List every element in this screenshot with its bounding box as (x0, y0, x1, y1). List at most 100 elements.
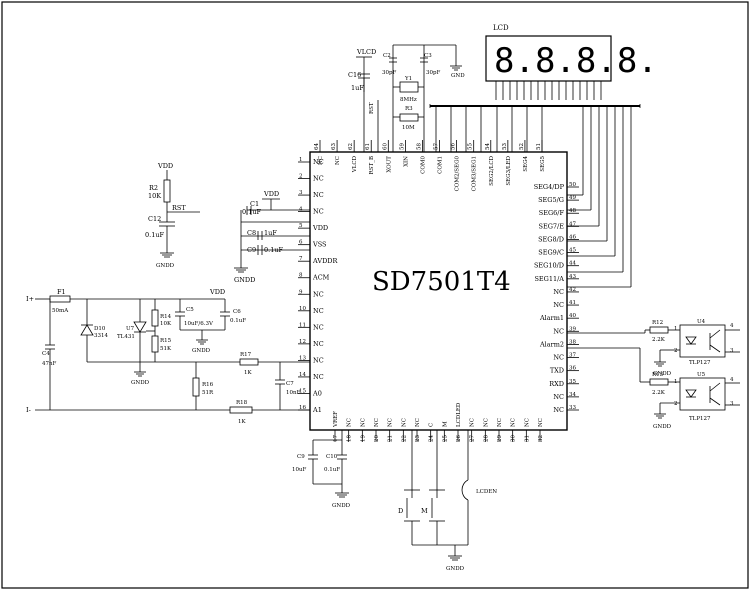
chip-right-pin-num: 40 (569, 313, 576, 319)
chip-right-pin-num: 47 (569, 221, 576, 227)
y1-label: Y1 (404, 76, 412, 82)
d10-label: D10 (94, 326, 106, 332)
r2-value: 10K (148, 192, 161, 200)
gndd-label-c5: GNDD (192, 348, 211, 354)
gndd-label-reset: GNDD (156, 263, 175, 269)
c4-label: C4 (42, 351, 50, 357)
chip-left-pin-num: 15 (299, 388, 306, 394)
chip-left-pin-name: NC (313, 340, 324, 348)
chip-left-pin-name: NC (313, 158, 324, 166)
gndd-label-tl431: GNDD (131, 380, 150, 386)
c10-value: 0.1uF (324, 467, 340, 473)
chip-right-pin-name: SEG5/G (538, 196, 564, 204)
chip-right-pin-name: NC (553, 327, 564, 335)
chip-top-pin-num: 51 (536, 143, 542, 150)
chip-bottom-pin-name: NC (470, 418, 476, 427)
chip-left-pin-name: NC (313, 373, 324, 381)
chip-bottom-pin-name: NC (374, 418, 380, 427)
chip-bottom-pin-name: NC (388, 418, 394, 427)
chip-left-pin-name: NC (313, 175, 324, 183)
c7-value: 10nF (286, 390, 301, 396)
chip-left-pin-name: NC (313, 191, 324, 199)
chip-bottom-pin-num: 25 (442, 435, 448, 442)
vlcd-label: VLCD (356, 48, 376, 56)
r16-label: R16 (202, 382, 214, 388)
chip-top-pin-num: 57 (434, 143, 440, 150)
r14-label: R14 (160, 314, 172, 320)
chip-top-pin-name: SEG3/LED (506, 155, 512, 185)
chip-right-pin-num: 35 (569, 379, 576, 385)
chip-top-pin-num: 59 (399, 143, 405, 150)
c1-label: C1 (250, 200, 259, 208)
chip-bottom-pin-name: LCDLED (456, 402, 462, 427)
r2-resistor (163, 179, 171, 203)
chip-right-pin-num: 50 (569, 182, 576, 188)
chip-left-pin-name: NC (313, 323, 324, 331)
u5-value: TLP127 (689, 416, 711, 422)
switch-d-label: D (398, 507, 403, 515)
chip-bottom-pin-name: NC (524, 418, 530, 427)
chip-bottom-pin-num: 26 (456, 435, 462, 442)
chip-right-pin-num: 48 (569, 208, 576, 214)
fuse-value: 50mA (52, 308, 69, 314)
reset-circuit: VDD R2 10K RST C12 0.1uF GNDD (145, 162, 200, 269)
c7-label: C7 (286, 381, 294, 387)
chip-right-pin-num: 36 (569, 366, 576, 372)
chip-right-pin-name: Alarm1 (539, 314, 564, 322)
chip-top-pin-num: 61 (365, 143, 371, 150)
lcden-label: LCDEN (476, 489, 497, 495)
chip-left-pin-name: VSS (312, 241, 327, 249)
vdd-label-reset: VDD (157, 162, 173, 170)
lcd-display: LCD 8.8.8.8. (485, 24, 658, 100)
chip-right-pin-num: 33 (569, 405, 576, 411)
chip-right-pin-name: SEG7/E (539, 222, 565, 230)
chip-left-pin-num: 1 (299, 157, 303, 163)
chip-name: SD7501T4 (372, 267, 511, 297)
gndd-label-vref: GNDD (332, 503, 351, 509)
lcd-title: LCD (493, 24, 509, 32)
chip-top-pin-name: NC (335, 156, 341, 165)
r15-label: R15 (160, 338, 172, 344)
chip-left-pin-num: 2 (299, 174, 303, 180)
chip-bottom-pin-name: VREF (333, 411, 339, 428)
c9-label: C9 (297, 454, 305, 460)
r18-label: R18 (236, 400, 248, 406)
chip-bottom-pin-name: NC (538, 418, 544, 427)
chip-right-pin-name: SEG9/C (538, 249, 564, 257)
chip-bottom-pin-name: NC (415, 418, 421, 427)
c5-value: 10uF/6.3V (184, 321, 214, 327)
chip-right-pin-num: 37 (569, 353, 576, 359)
chip-right-pin-name: NC (553, 393, 564, 401)
chip-top-pin-name: VLCD (352, 155, 358, 173)
chip-bottom-pin-num: 18 (347, 435, 353, 442)
chip-top-pin-name: XIN (403, 156, 409, 167)
u5-pin2: 2 (674, 401, 678, 407)
chip-left-pin-name: AVDDR (312, 257, 338, 265)
chip-top-pin-name: COM1 (438, 156, 444, 174)
chip-bottom-pin-name: NC (497, 418, 503, 427)
c6-value: 0.1uF (230, 318, 246, 324)
chip-right-pin-num: 44 (569, 261, 576, 267)
c6-label: C6 (233, 309, 241, 315)
c5-label: C5 (186, 307, 194, 313)
r18-value: 1K (238, 419, 246, 425)
chip-right-pin-name: NC (553, 288, 564, 296)
chip-right-pin-name: NC (553, 301, 564, 309)
u4-optocoupler (679, 324, 726, 358)
switches-section: D M LCDEN GNDD (398, 430, 497, 572)
chip-top-pin-num: 63 (331, 143, 337, 150)
chip-left-pin-name: NC (313, 208, 324, 216)
chip-right-pin-name: SEG6/F (539, 209, 565, 217)
vdd-label-chip: VDD (263, 190, 279, 198)
chip-left-pin-num: 5 (299, 223, 303, 229)
y1-value: 8MHz (400, 97, 417, 103)
chip-left-pin-name: A0 (312, 389, 322, 397)
chip-top-pin-name: SEG2/LCD (489, 155, 495, 185)
vref-decoupling: C9 10uF C10 0.1uF GNDD (292, 430, 351, 509)
u5-optocoupler (679, 377, 726, 411)
chip-bottom-pin-num: 24 (429, 435, 435, 442)
lcd-digits: 8.8.8.8. (494, 41, 658, 81)
